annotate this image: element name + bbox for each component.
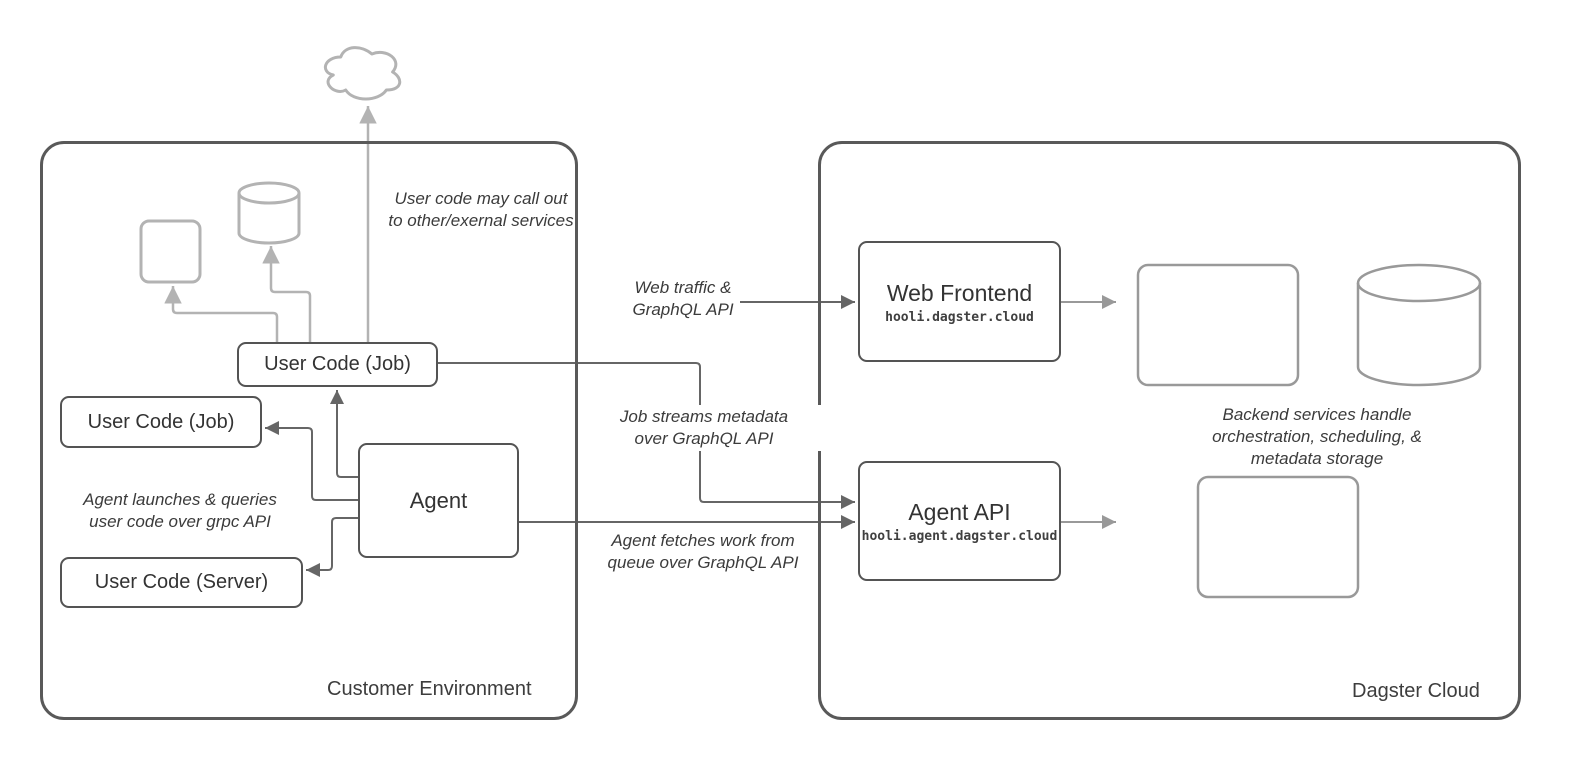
customer-environment-label: Customer Environment	[327, 678, 532, 700]
customer-environment-container	[40, 141, 578, 720]
edge-label-job-streams: Job streams metadata over GraphQL API	[587, 405, 821, 451]
dagster-cloud-label: Dagster Cloud	[1352, 680, 1480, 702]
edge-usercode-to-cylinder	[262, 246, 312, 342]
edge-agent-to-usercode-server	[306, 517, 358, 577]
annotation-external-services: User code may call out to other/exernal …	[388, 189, 574, 230]
edge-usercode-to-square	[164, 286, 279, 342]
backend-service-box-top	[1136, 263, 1300, 387]
edge-agent-to-usercode-job-left	[265, 421, 358, 501]
node-subtitle: hooli.dagster.cloud	[885, 309, 1034, 325]
node-agent: Agent	[358, 443, 519, 558]
node-subtitle: hooli.agent.dagster.cloud	[861, 529, 1058, 544]
edge-agent-to-usercode-job-top	[330, 390, 358, 478]
node-label: User Code (Job)	[264, 353, 411, 375]
annotation-backend-services: Backend services handle orchestration, s…	[1212, 405, 1422, 468]
edge-label-web-traffic: Web traffic & GraphQL API	[632, 278, 734, 319]
node-title: Agent API	[908, 499, 1011, 525]
metadata-storage-database-cylinder	[1356, 263, 1482, 387]
node-user-code-server: User Code (Server)	[60, 557, 303, 608]
backend-service-box-bottom	[1196, 475, 1360, 599]
node-user-code-job-top: User Code (Job)	[237, 342, 438, 387]
cloud-icon	[323, 46, 402, 101]
edge-label-agent-fetches: Agent fetches work from queue over Graph…	[607, 531, 799, 572]
node-user-code-job-left: User Code (Job)	[60, 396, 262, 448]
node-title: Web Frontend	[886, 279, 1033, 306]
node-label: Agent	[409, 487, 468, 513]
node-label: User Code (Server)	[94, 571, 269, 593]
annotation-grpc-api: Agent launches & queries user code over …	[83, 490, 277, 531]
node-agent-api: Agent API hooli.agent.dagster.cloud	[858, 461, 1061, 581]
node-label: User Code (Job)	[87, 410, 235, 433]
generic-database-cylinder	[237, 181, 301, 245]
generic-service-box	[139, 219, 202, 284]
node-web-frontend: Web Frontend hooli.dagster.cloud	[858, 241, 1061, 362]
